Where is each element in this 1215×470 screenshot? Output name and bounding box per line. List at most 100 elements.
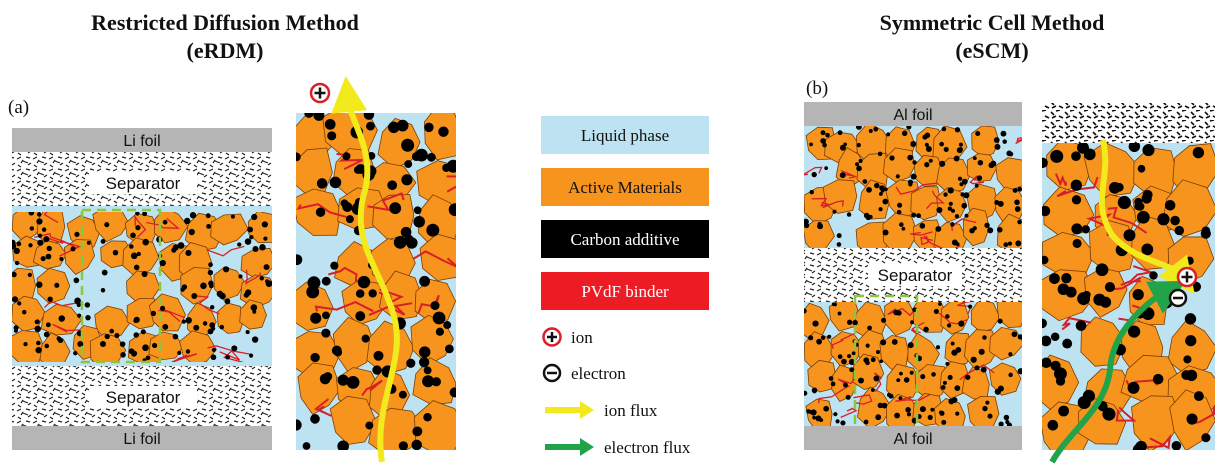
carbon-additive-dot xyxy=(873,375,880,382)
carbon-additive-dot xyxy=(355,289,365,298)
carbon-additive-dot xyxy=(206,223,212,229)
carbon-additive-dot xyxy=(812,320,819,327)
binder-strand xyxy=(822,200,844,209)
carbon-additive-dot xyxy=(875,349,880,355)
legend-carbon-additive: Carbon additive xyxy=(541,220,709,258)
carbon-additive-dot xyxy=(188,228,195,236)
carbon-additive-dot xyxy=(70,246,76,252)
carbon-additive-dot xyxy=(29,226,35,231)
carbon-additive-dot xyxy=(916,213,922,219)
carbon-additive-dot xyxy=(133,264,140,271)
carbon-additive-dot xyxy=(947,187,954,194)
carbon-additive-dot xyxy=(945,361,950,366)
carbon-additive-dot xyxy=(423,412,432,422)
binder-strand xyxy=(804,166,823,176)
carbon-additive-dot xyxy=(1062,338,1073,349)
carbon-additive-dot xyxy=(835,419,840,424)
carbon-additive-dot xyxy=(839,144,846,151)
carbon-additive-dot xyxy=(867,325,872,331)
carbon-additive-dot xyxy=(430,301,440,311)
left-top-foil-label: Li foil xyxy=(123,133,160,150)
carbon-additive-dot xyxy=(449,387,456,398)
carbon-additive-dot xyxy=(895,174,900,179)
electrode-texture xyxy=(296,113,456,450)
carbon-additive-dot xyxy=(40,256,46,262)
carbon-additive-dot xyxy=(135,225,141,231)
carbon-additive-dot xyxy=(191,293,198,299)
carbon-additive-dot xyxy=(836,242,842,247)
binder-strand xyxy=(1115,406,1137,422)
binder-strand xyxy=(412,250,456,268)
carbon-additive-dot xyxy=(804,218,809,225)
carbon-additive-dot xyxy=(129,244,134,249)
left-electrode-particles xyxy=(12,212,272,362)
carbon-additive-dot xyxy=(843,382,848,388)
carbon-additive-dot xyxy=(972,156,977,161)
binder-strand xyxy=(1015,137,1022,145)
carbon-additive-dot xyxy=(1132,288,1144,301)
right-electron-icon xyxy=(1168,288,1188,308)
binder-strand xyxy=(1108,276,1142,291)
carbon-additive-dot xyxy=(101,269,108,276)
carbon-additive-dot xyxy=(870,357,876,363)
carbon-additive-dot xyxy=(809,142,813,147)
carbon-additive-dot xyxy=(1157,213,1170,226)
carbon-additive-dot xyxy=(432,311,446,325)
carbon-additive-dot xyxy=(856,142,861,148)
carbon-additive-dot xyxy=(251,213,258,221)
carbon-additive-dot xyxy=(435,327,445,336)
carbon-additive-dot xyxy=(1123,229,1136,242)
carbon-additive-dot xyxy=(977,159,984,166)
carbon-additive-dot xyxy=(865,360,870,366)
carbon-additive-dot xyxy=(100,287,106,293)
carbon-additive-dot xyxy=(310,352,320,363)
binder-strand xyxy=(1061,316,1092,331)
carbon-additive-dot xyxy=(998,421,1004,426)
carbon-additive-dot xyxy=(946,323,952,328)
carbon-additive-dot xyxy=(162,324,169,330)
carbon-additive-dot xyxy=(162,219,168,225)
carbon-additive-dot xyxy=(185,317,192,324)
carbon-additive-dot xyxy=(811,387,818,394)
carbon-additive-dot xyxy=(251,336,259,343)
carbon-additive-dot xyxy=(1017,334,1022,340)
carbon-additive-dot xyxy=(321,328,331,338)
carbon-additive-dot xyxy=(927,414,933,420)
carbon-additive-dot xyxy=(43,331,50,338)
carbon-additive-dot xyxy=(13,247,20,255)
carbon-additive-dot xyxy=(411,439,422,450)
carbon-additive-dot xyxy=(313,113,325,121)
carbon-additive-dot xyxy=(907,154,914,161)
active-material-particle xyxy=(885,393,919,426)
carbon-additive-dot xyxy=(22,309,27,315)
active-material-particle xyxy=(855,221,890,248)
carbon-additive-dot xyxy=(819,418,824,422)
carbon-additive-dot xyxy=(894,412,901,419)
carbon-additive-dot xyxy=(831,302,836,307)
carbon-additive-dot xyxy=(327,131,337,141)
carbon-additive-dot xyxy=(177,242,185,249)
right-zoom-view xyxy=(1042,103,1215,464)
carbon-additive-dot xyxy=(901,130,908,136)
carbon-additive-dot xyxy=(833,412,838,417)
carbon-additive-dot xyxy=(812,415,816,420)
carbon-additive-dot xyxy=(427,152,436,162)
carbon-additive-dot xyxy=(924,142,929,147)
carbon-additive-dot xyxy=(851,351,856,356)
carbon-additive-dot xyxy=(830,381,836,387)
carbon-additive-dot xyxy=(954,127,961,133)
carbon-additive-dot xyxy=(411,152,421,162)
binder-strand xyxy=(1120,265,1155,286)
carbon-additive-dot xyxy=(185,349,191,354)
carbon-additive-dot xyxy=(37,239,44,246)
carbon-additive-dot xyxy=(296,419,302,431)
carbon-additive-dot xyxy=(935,345,941,350)
carbon-additive-dot xyxy=(939,410,945,416)
legend-liquid-phase-label: Liquid phase xyxy=(581,126,669,145)
carbon-additive-dot xyxy=(974,365,980,371)
carbon-additive-dot xyxy=(329,176,342,189)
carbon-additive-dot xyxy=(936,207,943,214)
carbon-additive-dot xyxy=(210,354,217,361)
legend-active-materials: Active Materials xyxy=(541,168,709,206)
binder-strand xyxy=(1107,206,1148,234)
